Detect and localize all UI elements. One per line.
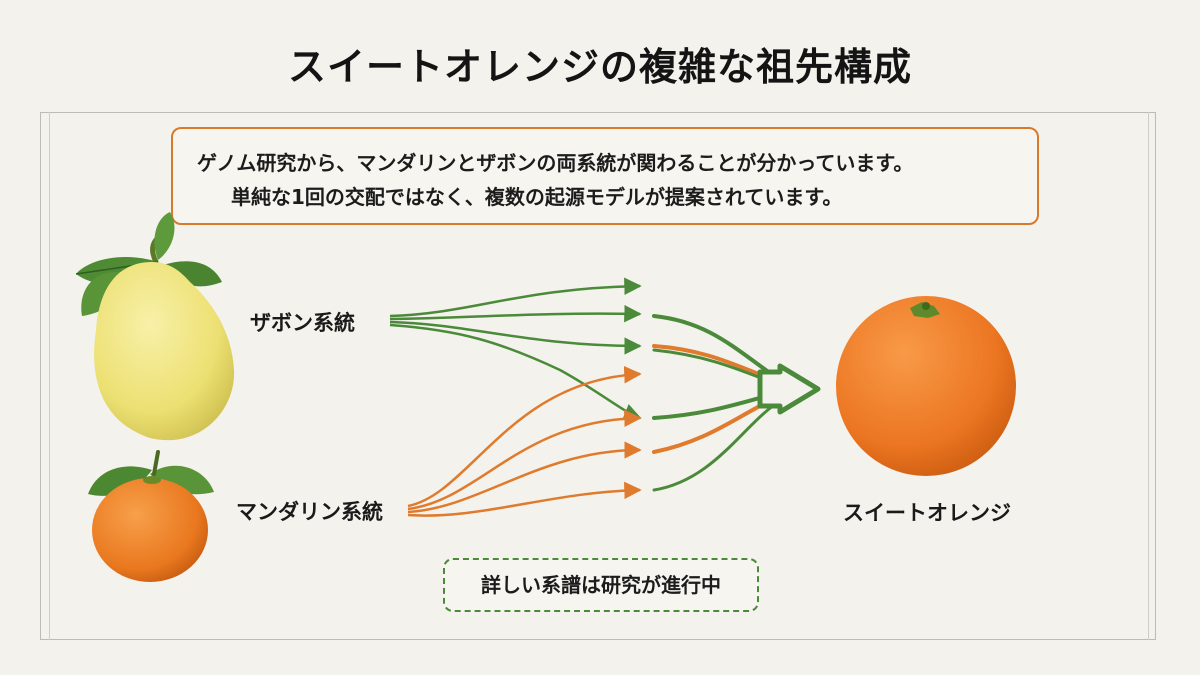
sweet-orange-fruit-icon bbox=[836, 296, 1016, 476]
pomelo-lineage-label: ザボン系統 bbox=[250, 311, 355, 335]
mandarin-lineage-label: マンダリン系統 bbox=[236, 500, 383, 524]
intro-line-1: ゲノム研究から、マンダリンとザボンの両系統が関わることが分かっています。 bbox=[197, 151, 914, 175]
intro-callout: ゲノム研究から、マンダリンとザボンの両系統が関わることが分かっています。 単純な… bbox=[171, 127, 1039, 225]
converge-arrow-icon bbox=[757, 363, 821, 415]
intro-line-2: 単純な1回の交配ではなく、複数の起源モデルが提案されています。 bbox=[231, 185, 843, 209]
research-note: 詳しい系譜は研究が進行中 bbox=[443, 558, 759, 612]
content-frame bbox=[40, 112, 1156, 640]
pomelo-fruit-icon bbox=[75, 212, 235, 441]
mandarin-fruit-icon bbox=[88, 450, 214, 582]
page-title: スイートオレンジの複雑な祖先構成 bbox=[287, 45, 912, 89]
pomelo-lineage-strands bbox=[389, 277, 642, 421]
mandarin-lineage-strands bbox=[407, 365, 642, 517]
sweet-orange-label: スイートオレンジ bbox=[843, 501, 1011, 525]
